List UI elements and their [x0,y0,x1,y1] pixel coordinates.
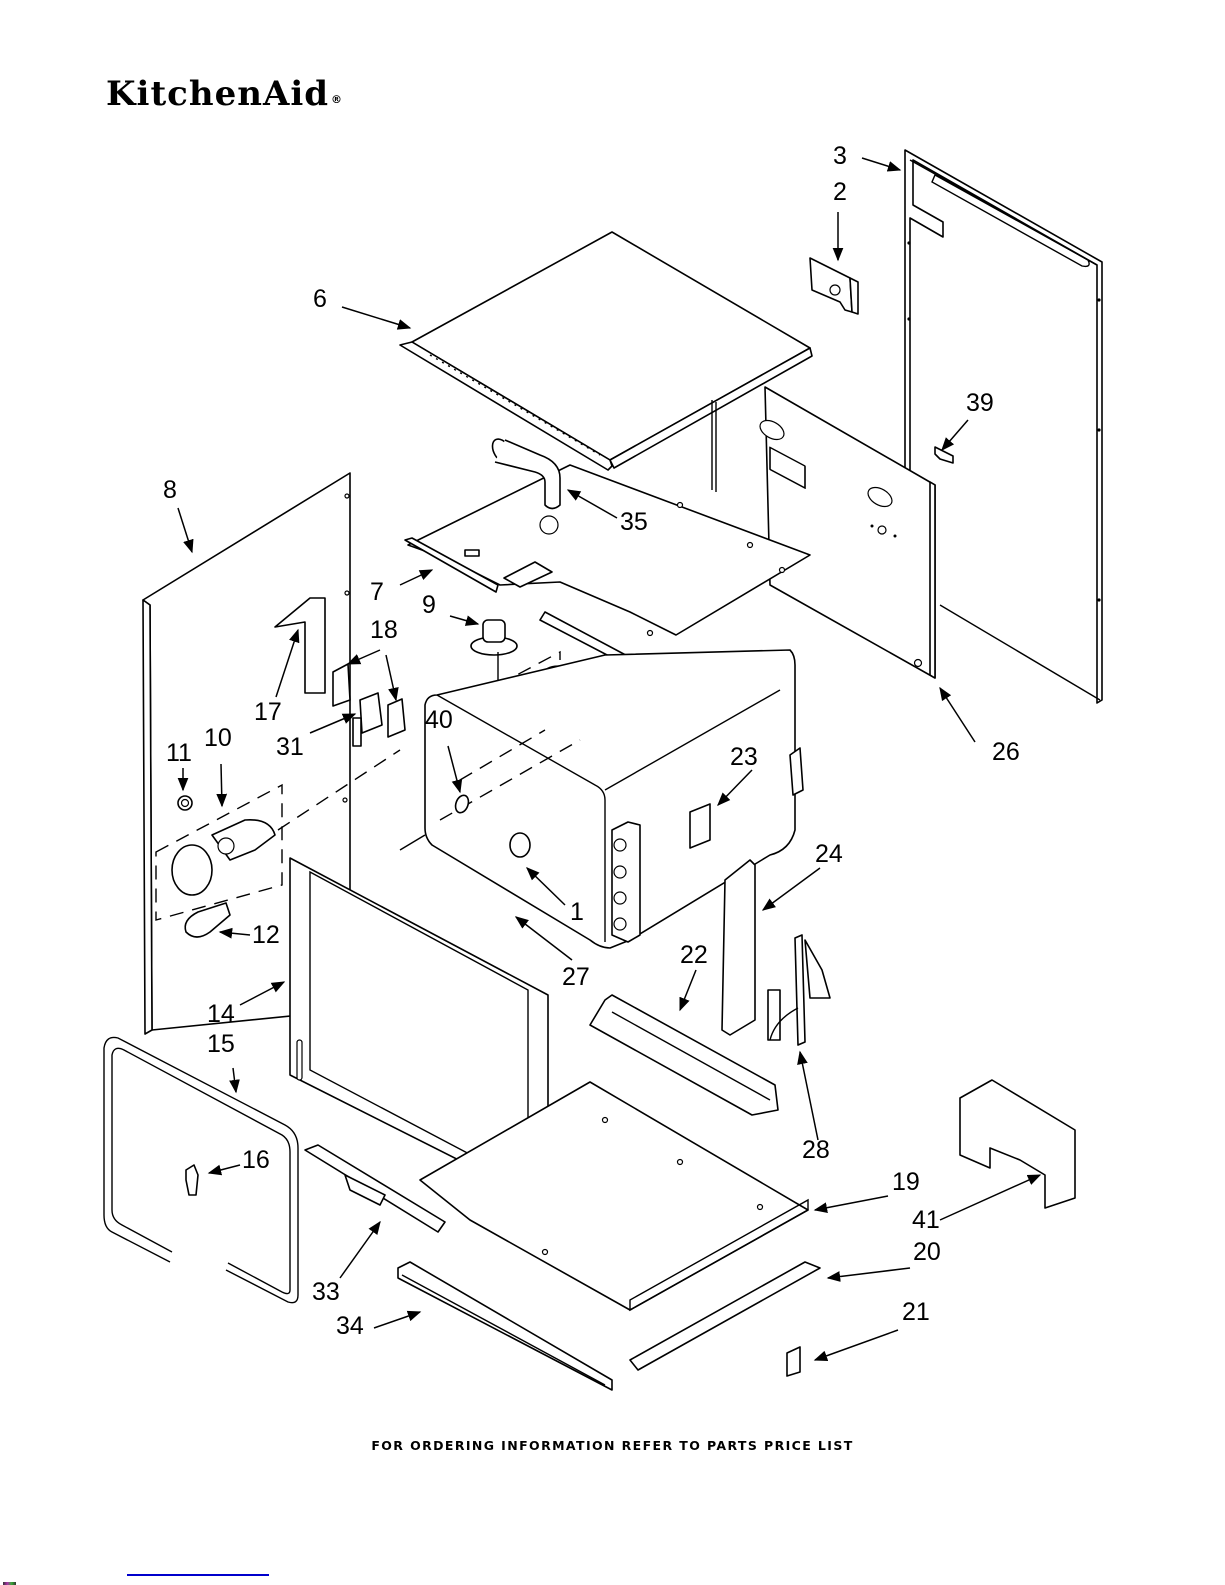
callout-40: 40 [425,706,453,734]
part-11-grommet [178,796,192,810]
callout-14: 14 [207,1000,235,1028]
part-28-hinge [768,935,830,1045]
part-2-bracket [810,258,858,314]
callout-41: 41 [912,1206,940,1234]
part-6-top-cover [400,232,812,470]
bottom-link-underline[interactable] [127,1574,269,1576]
callout-19: 19 [892,1168,920,1196]
part-41-bracket [960,1080,1075,1208]
callout-18: 18 [370,616,398,644]
callout-31: 31 [276,733,304,761]
callout-20: 20 [913,1238,941,1266]
part-31-switch [353,693,382,746]
callout-23: 23 [730,743,758,771]
part-7-mid-panel [405,465,810,668]
part-16-clip [186,1165,198,1195]
part-39-clip [935,447,953,463]
callout-22: 22 [680,941,708,969]
callout-15: 15 [207,1030,235,1058]
callout-6: 6 [313,285,327,313]
callout-26: 26 [992,738,1020,766]
callout-12: 12 [252,921,280,949]
callout-1: 1 [570,898,584,926]
callout-28: 28 [802,1136,830,1164]
callout-8: 8 [163,476,177,504]
callout-17: 17 [254,698,282,726]
callout-35: 35 [620,508,648,536]
callout-39: 39 [966,389,994,417]
callout-16: 16 [242,1146,270,1174]
callout-2: 2 [833,178,847,206]
part-1-knob [510,833,530,857]
callout-10: 10 [204,724,232,752]
callout-9: 9 [422,591,436,619]
callout-11: 11 [166,739,192,767]
callout-33: 33 [312,1278,340,1306]
ordering-info-footer: FOR ORDERING INFORMATION REFER TO PARTS … [0,1438,1225,1453]
part-23-bracket [690,804,710,848]
part-21-clip [787,1347,800,1376]
callout-24: 24 [815,840,843,868]
callout-27: 27 [562,963,590,991]
part-33-trim [305,1145,445,1232]
callout-3: 3 [833,142,847,170]
callout-7: 7 [370,578,384,606]
callout-21: 21 [902,1298,930,1326]
callout-34: 34 [336,1312,364,1340]
part-24-hinge-receiver [722,860,755,1035]
